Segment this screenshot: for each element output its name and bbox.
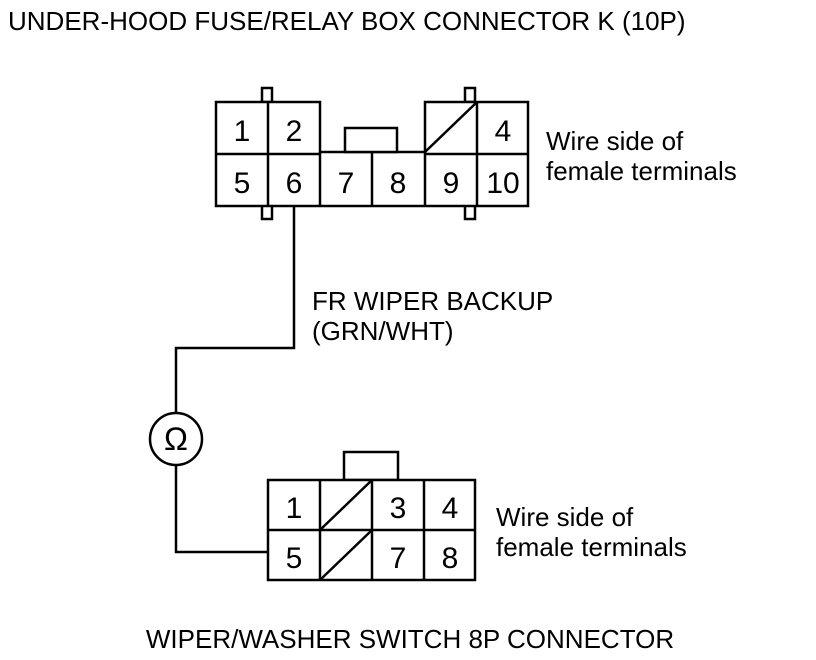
top-connector: 1 2 4 5 6 7 8 9 10 [214,86,530,221]
bottom-pin-3: 3 [390,492,407,525]
bottom-connector-empty-cavity-6 [319,529,373,581]
bottom-connector-key [342,450,400,482]
top-connector-cell-dividers [216,102,528,206]
wire-label-line2: (GRN/WHT) [312,316,454,346]
bottom-pin-4: 4 [442,492,459,525]
top-connector-lock-tab-upper-left [260,86,274,104]
top-pin-9: 9 [443,167,460,200]
bottom-pin-1: 1 [286,492,303,525]
top-pin-2: 2 [286,115,303,148]
top-pin-5: 5 [234,167,251,200]
wire-upper [174,206,296,414]
top-connector-empty-cavity-3 [424,101,478,153]
top-pin-4: 4 [495,115,512,148]
bottom-connector: 1 3 4 5 7 8 [266,450,477,582]
top-pin-7: 7 [338,167,355,200]
bottom-connector-empty-cavity-2 [319,479,373,531]
top-pin-10: 10 [486,167,519,200]
top-connector-note-line2: female terminals [546,156,737,186]
top-connector-lock-tab-upper-right [463,86,477,104]
top-connector-note-line1: Wire side of [546,126,684,156]
bottom-pin-5: 5 [286,542,303,575]
top-connector-key [343,126,399,154]
bottom-pin-7: 7 [390,542,407,575]
top-connector-title: UNDER-HOOD FUSE/RELAY BOX CONNECTOR K (1… [8,6,686,36]
bottom-pin-8: 8 [442,542,459,575]
top-pin-6: 6 [286,167,303,200]
bottom-connector-title: WIPER/WASHER SWITCH 8P CONNECTOR [146,624,674,654]
top-pin-8: 8 [390,167,407,200]
ohmmeter-symbol: Ω [164,421,188,457]
wire-label-line1: FR WIPER BACKUP [312,286,553,316]
bottom-connector-note-line1: Wire side of [496,502,634,532]
top-pin-1: 1 [234,115,251,148]
wire-lower [174,464,268,554]
ohmmeter-icon: Ω [148,411,204,467]
bottom-connector-note-line2: female terminals [496,532,687,562]
